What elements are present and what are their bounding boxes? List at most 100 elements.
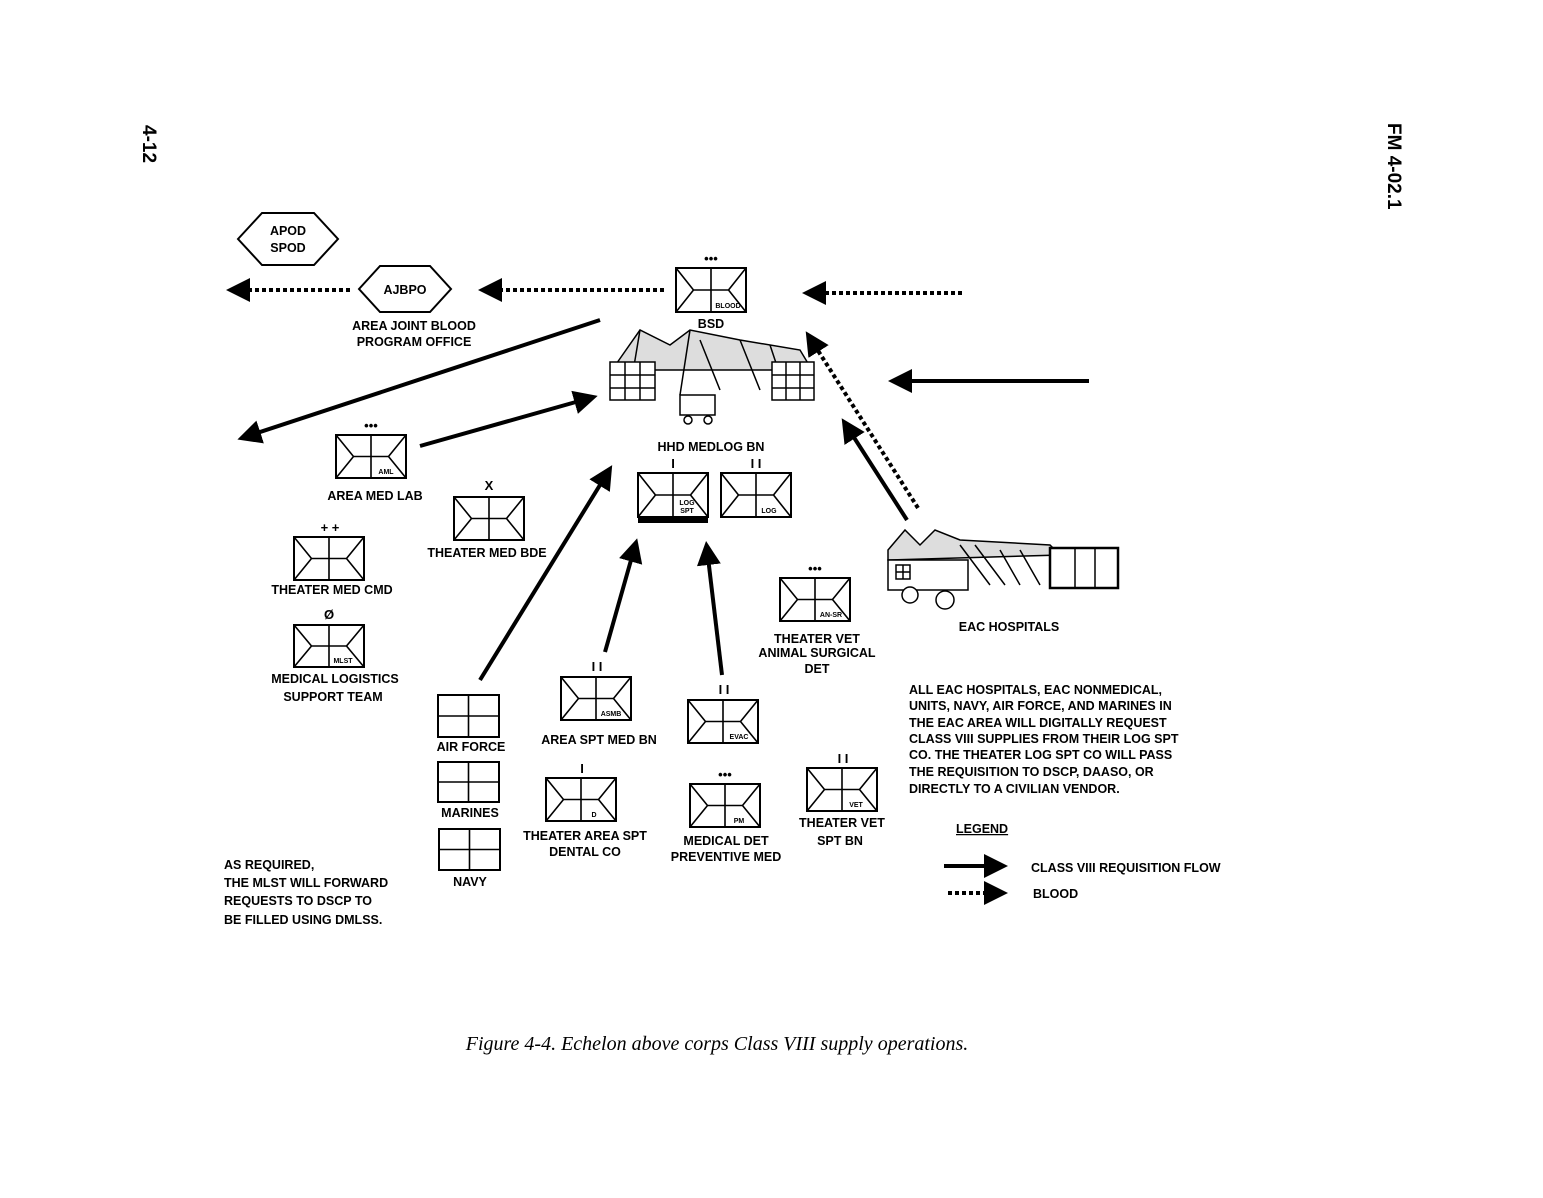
air-force-unit: AIR FORCE	[437, 694, 505, 754]
dental-co-unit: I D THEATER AREA SPT DENTAL CO	[523, 761, 647, 859]
ajbpo-label: PROGRAM OFFICE	[357, 335, 472, 349]
medical-unit-symbol-icon	[689, 783, 761, 828]
note-line: CLASS VIII SUPPLIES FROM THEIR LOG SPT	[909, 732, 1179, 746]
unit-box-icon	[437, 761, 500, 803]
note-line: REQUESTS TO DSCP TO	[224, 894, 372, 908]
echelon-marker: •••	[718, 767, 732, 782]
dotted-arrow-icon	[805, 331, 920, 510]
echelon-marker: I I	[592, 659, 603, 674]
medical-unit-symbol-icon	[637, 472, 709, 523]
unit-label: ANIMAL SURGICAL	[758, 646, 875, 660]
theater-med-bde-unit: X THEATER MED BDE	[427, 478, 546, 560]
legend-label: CLASS VIII REQUISITION FLOW	[1031, 861, 1221, 875]
log-unit: I I LOG	[720, 456, 792, 518]
note-line: UNITS, NAVY, AIR FORCE, AND MARINES IN	[909, 699, 1172, 713]
marines-unit: MARINES	[437, 761, 500, 820]
echelon-marker: I	[671, 456, 675, 471]
echelon-marker: X	[485, 478, 494, 493]
medical-unit-symbol-icon	[335, 434, 407, 479]
unit-label: THEATER VET	[774, 632, 860, 646]
legend-title: LEGEND	[956, 822, 1008, 836]
note-line: BE FILLED USING DMLSS.	[224, 913, 382, 927]
figure-caption: Figure 4-4. Echelon above corps Class VI…	[465, 1033, 969, 1055]
note-line: ALL EAC HOSPITALS, EAC NONMEDICAL,	[909, 683, 1162, 697]
manual-number: FM 4-02.1	[1383, 123, 1404, 210]
echelon-marker: •••	[704, 251, 718, 266]
echelon-marker: I I	[719, 682, 730, 697]
log-spt-unit: I LOG SPT	[637, 456, 709, 523]
preventive-med-unit: ••• PM MEDICAL DET PREVENTIVE MED	[671, 767, 781, 864]
unit-label: MEDICAL DET	[683, 834, 769, 848]
blood-flow-arrows	[226, 278, 962, 510]
spod-label: SPOD	[270, 241, 305, 255]
hexagon-icon	[357, 265, 453, 313]
theater-vet-spt-bn-unit: I I VET THEATER VET SPT BN	[799, 751, 885, 848]
legend-label: BLOOD	[1033, 887, 1078, 901]
ajbpo-node: AJBPO AREA JOINT BLOOD PROGRAM OFFICE	[352, 265, 476, 349]
arrow-icon	[696, 541, 724, 676]
unit-label: DENTAL CO	[549, 845, 621, 859]
eac-hospital-icon	[887, 528, 1120, 610]
note-line: THE REQUISITION TO DSCP, DAASO, OR	[909, 765, 1154, 779]
unit-code: BLOOD	[715, 303, 740, 310]
unit-code: D	[591, 812, 596, 819]
unit-code: LOG	[761, 508, 777, 515]
arrow-icon	[237, 318, 601, 444]
ajbpo-label: AREA JOINT BLOOD	[352, 319, 476, 333]
medical-unit-symbol-icon	[779, 577, 851, 622]
medical-unit-symbol-icon	[720, 472, 792, 518]
note-line: CO. THE THEATER LOG SPT CO WILL PASS	[909, 748, 1172, 762]
medical-unit-symbol-icon	[293, 624, 365, 668]
unit-label: MARINES	[441, 806, 499, 820]
unit-label: SPT BN	[817, 834, 863, 848]
echelon-marker: I I	[838, 751, 849, 766]
echelon-marker: •••	[808, 561, 822, 576]
unit-label: NAVY	[453, 875, 487, 889]
requisition-flow-arrows	[237, 318, 1089, 682]
note-line: DIRECTLY TO A CIVILIAN VENDOR.	[909, 782, 1120, 796]
apod-label: APOD	[270, 224, 306, 238]
unit-code: ASMB	[601, 711, 622, 718]
medlog-tent-icon	[609, 329, 815, 425]
medical-unit-symbol-icon	[687, 699, 759, 744]
unit-code: AML	[378, 469, 394, 476]
medical-unit-symbol-icon	[675, 267, 747, 313]
medical-unit-symbol-icon	[560, 676, 632, 721]
hhd-medlog-label: HHD MEDLOG BN	[658, 440, 765, 454]
area-spt-med-bn-unit: I I ASMB AREA SPT MED BN	[541, 659, 657, 747]
echelon-marker: I I	[751, 456, 762, 471]
echelon-marker: I	[580, 761, 584, 776]
unit-label: THEATER MED BDE	[427, 546, 546, 560]
unit-label: THEATER VET	[799, 816, 885, 830]
note-line: AS REQUIRED,	[224, 858, 314, 872]
hexagon-icon	[236, 212, 340, 266]
unit-code: SPT	[680, 508, 694, 515]
unit-box-icon	[437, 694, 500, 738]
theater-vet-animal-surgical-unit: ••• AN-SR THEATER VET ANIMAL SURGICAL DE…	[758, 561, 875, 676]
unit-box-icon	[438, 828, 501, 871]
eac-note: ALL EAC HOSPITALS, EAC NONMEDICAL, UNITS…	[909, 683, 1179, 796]
unit-code: EVAC	[730, 734, 749, 741]
medical-unit-symbol-icon	[293, 536, 365, 581]
unit-code: VET	[849, 802, 863, 809]
navy-unit: NAVY	[438, 828, 501, 889]
evac-unit: I I EVAC	[687, 682, 759, 744]
arrow-icon	[841, 418, 909, 522]
unit-label: BSD	[698, 317, 724, 331]
arrow-icon	[603, 538, 643, 653]
unit-label: THEATER MED CMD	[271, 583, 392, 597]
unit-label: THEATER AREA SPT	[523, 829, 647, 843]
ajbpo-code: AJBPO	[383, 283, 426, 297]
unit-code: LOG	[679, 500, 695, 507]
apod-spod-node: APOD SPOD	[236, 212, 340, 266]
unit-code: AN-SR	[820, 612, 842, 619]
area-med-lab-unit: ••• AML AREA MED LAB	[327, 418, 422, 503]
eac-hospitals-label: EAC HOSPITALS	[959, 620, 1059, 634]
legend: LEGEND CLASS VIII REQUISITION FLOW BLOOD	[944, 822, 1221, 905]
mlst-unit: Ø MLST MEDICAL LOGISTICS SUPPORT TEAM	[271, 607, 399, 704]
unit-label: DET	[805, 662, 830, 676]
bsd-unit: ••• BLOOD BSD	[675, 251, 747, 331]
unit-label: MEDICAL LOGISTICS	[271, 672, 399, 686]
note-line: THE EAC AREA WILL DIGITALLY REQUEST	[909, 716, 1167, 730]
